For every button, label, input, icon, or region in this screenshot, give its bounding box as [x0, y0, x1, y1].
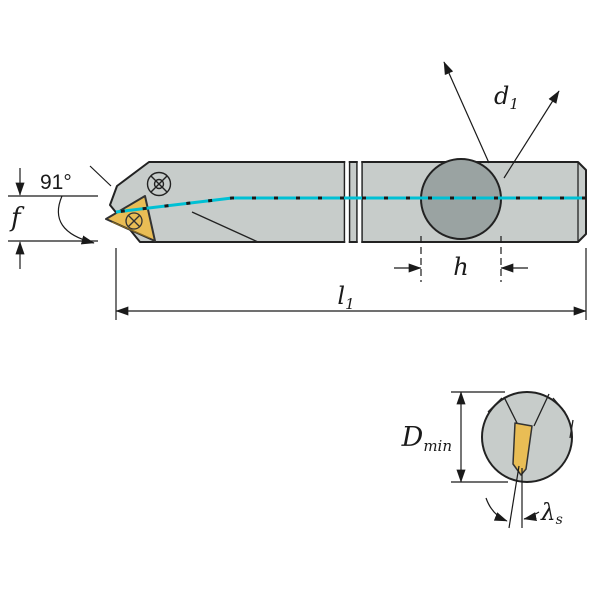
tool-axis-centerline — [115, 196, 586, 214]
dimension-h: h — [394, 236, 528, 282]
section-tick-marks — [487, 397, 574, 439]
dimension-dmin: Dmin — [401, 391, 508, 483]
section-insert — [512, 422, 533, 476]
dimension-d1: d1 — [443, 61, 560, 179]
d1-label: d1 — [494, 82, 519, 113]
head-pocket-line — [191, 211, 259, 243]
insert-screw-icon — [125, 212, 143, 230]
clamp-screw-icon — [146, 171, 172, 197]
dimension-lambda-s: λs — [485, 465, 563, 529]
dimension-91deg: 91° — [40, 165, 112, 245]
lambda-s-label: λs — [540, 500, 563, 528]
h-label: h — [453, 253, 468, 281]
angle-label: 91° — [40, 171, 72, 194]
section-pocket-lines — [503, 393, 550, 427]
section-view: λs Dmin — [401, 391, 574, 529]
f-label: f — [9, 203, 25, 233]
insert-main — [105, 195, 156, 242]
break-lines — [343, 161, 363, 243]
main-view — [105, 158, 587, 243]
l1-label: l1 — [337, 282, 354, 313]
dmin-label: Dmin — [401, 422, 452, 455]
dimension-l1: l1 — [115, 248, 587, 320]
